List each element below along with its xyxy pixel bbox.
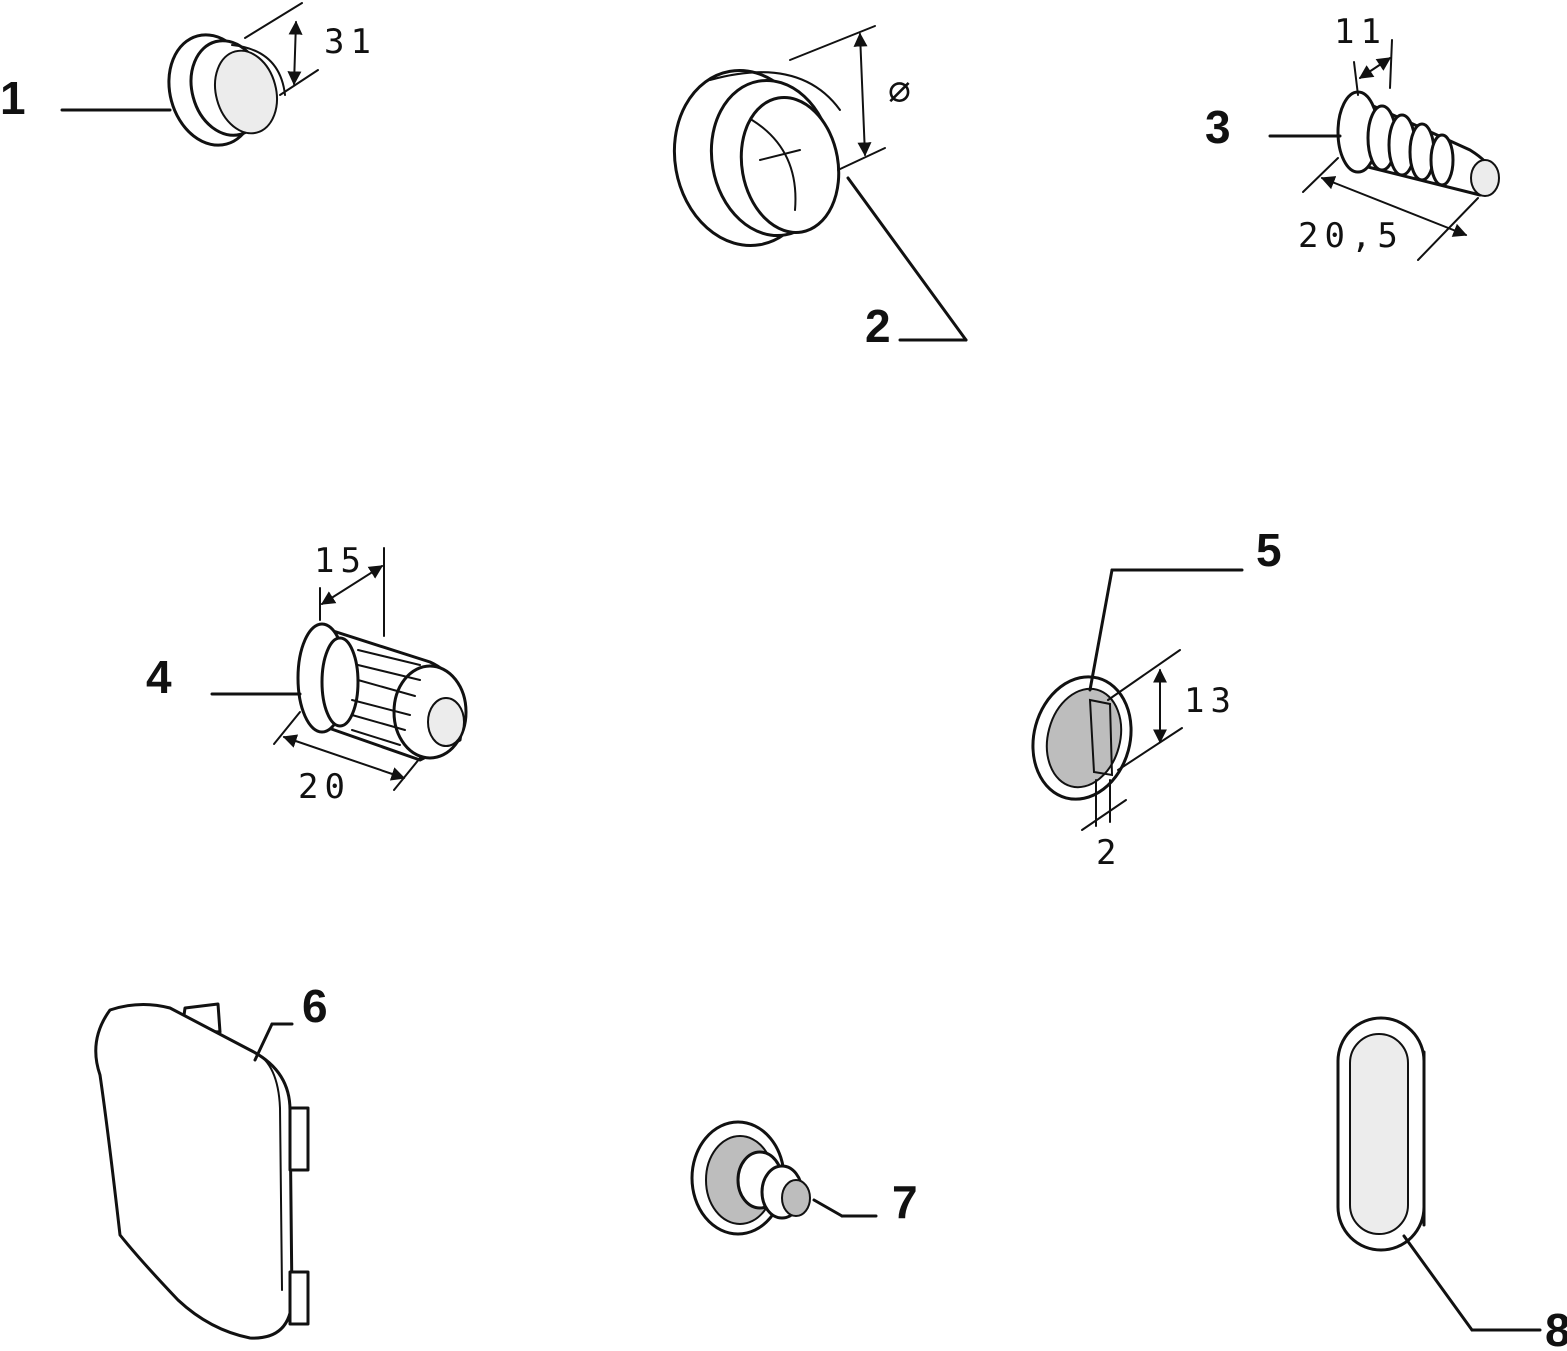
part-7-stepped-foot — [690, 1120, 811, 1236]
part-6-cover — [94, 1002, 310, 1340]
part-1-cap — [167, 33, 286, 147]
callout-2: 2 — [865, 300, 891, 352]
dimension-part3 — [1302, 39, 1479, 261]
dimension-part5 — [1081, 649, 1183, 831]
dim-label-31: 31 — [324, 22, 377, 62]
callout-4: 4 — [146, 651, 172, 703]
part-2-grommet — [672, 68, 841, 248]
dim-label-20: 20 — [298, 767, 351, 807]
dimension-part2 — [789, 25, 886, 171]
dim-label-13: 13 — [1184, 681, 1237, 721]
leader-5 — [1088, 568, 1114, 692]
callout-3: 3 — [1205, 101, 1231, 153]
callout-7: 7 — [892, 1176, 918, 1228]
part-5-oval-pad — [1031, 675, 1133, 801]
leader-8 — [1402, 1234, 1474, 1332]
leader-2 — [846, 176, 968, 342]
dim-label-diameter: ⌀ — [888, 69, 917, 113]
part-4-slotted-plug — [296, 622, 468, 762]
dim-label-11: 11 — [1334, 12, 1387, 52]
dimension-part1 — [244, 2, 319, 96]
callout-8: 8 — [1545, 1304, 1567, 1351]
callout-5: 5 — [1256, 524, 1282, 576]
part-3-ribbed-plug — [1336, 90, 1500, 197]
dim-label-15: 15 — [314, 541, 367, 581]
part-8-oblong-grommet — [1336, 1016, 1426, 1252]
callout-6: 6 — [302, 980, 328, 1032]
dim-label-20-5: 20,5 — [1298, 216, 1404, 256]
callout-1: 1 — [0, 72, 26, 124]
dim-label-2: 2 — [1096, 833, 1122, 873]
leader-7 — [812, 1198, 844, 1218]
dimension-part4 — [273, 547, 421, 791]
leader-6 — [253, 1022, 274, 1062]
